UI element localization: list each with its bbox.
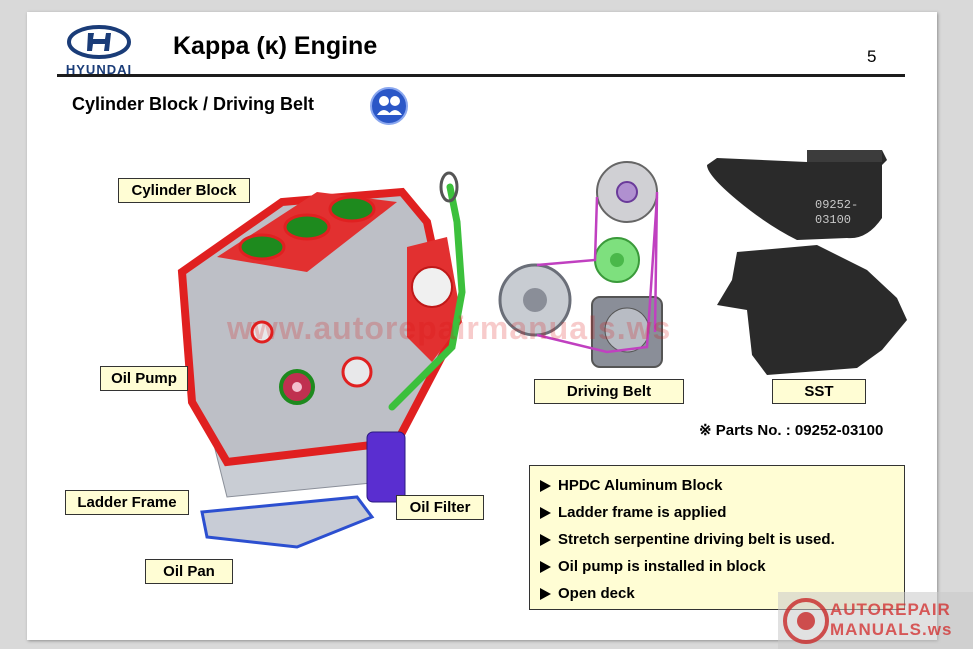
corner-watermark: AUTOREPAIR MANUALS.ws bbox=[778, 592, 973, 649]
slide-title: Kappa (κ) Engine bbox=[173, 32, 378, 60]
brand-name: HYUNDAI bbox=[65, 62, 133, 77]
feature-list: HPDC Aluminum Block Ladder frame is appl… bbox=[530, 466, 904, 607]
bullet-icon bbox=[540, 533, 551, 546]
sst-stamp-line2: 03100 bbox=[815, 213, 851, 227]
corner-watermark-line2: MANUALS.ws bbox=[830, 620, 953, 639]
feature-item: Open deck bbox=[540, 580, 904, 607]
sst-stamp-line1: 09252- bbox=[815, 198, 858, 212]
callout-oil-pump: Oil Pump bbox=[100, 366, 188, 391]
sst-tool-illustration: 09252- 03100 bbox=[707, 150, 907, 375]
bullet-icon bbox=[540, 506, 551, 519]
callout-ladder-frame: Ladder Frame bbox=[65, 490, 189, 515]
feature-item: Oil pump is installed in block bbox=[540, 553, 904, 580]
bullet-icon bbox=[540, 587, 551, 600]
page-number: 5 bbox=[867, 47, 877, 66]
section-subtitle: Cylinder Block / Driving Belt bbox=[72, 94, 315, 114]
callout-oil-filter: Oil Filter bbox=[396, 495, 484, 520]
feature-item: Ladder frame is applied bbox=[540, 499, 904, 526]
hyundai-logo: HYUNDAI bbox=[58, 24, 140, 79]
title-divider bbox=[57, 74, 905, 77]
callout-sst: SST bbox=[772, 379, 866, 404]
driving-belt-illustration bbox=[498, 161, 663, 368]
engine-block-illustration bbox=[177, 171, 466, 549]
feature-item: HPDC Aluminum Block bbox=[540, 472, 904, 499]
people-icon bbox=[370, 87, 408, 125]
bullet-icon bbox=[540, 560, 551, 573]
callout-driving-belt: Driving Belt bbox=[534, 379, 684, 404]
corner-watermark-line1: AUTOREPAIR bbox=[830, 600, 951, 619]
feature-item: Stretch serpentine driving belt is used. bbox=[540, 526, 904, 553]
parts-number: ※ Parts No. : 09252-03100 bbox=[699, 422, 884, 439]
watermark-text: www.autorepairmanuals.ws bbox=[227, 310, 672, 346]
autorepair-logo-icon bbox=[783, 598, 829, 644]
slide: HYUNDAI Kappa (κ) Engine 5 Cylinder Bloc… bbox=[27, 12, 937, 640]
callout-cylinder-block: Cylinder Block bbox=[118, 178, 250, 203]
hyundai-emblem-icon bbox=[67, 25, 131, 59]
callout-oil-pan: Oil Pan bbox=[145, 559, 233, 584]
bullet-icon bbox=[540, 479, 551, 492]
feature-box: HPDC Aluminum Block Ladder frame is appl… bbox=[529, 465, 905, 610]
